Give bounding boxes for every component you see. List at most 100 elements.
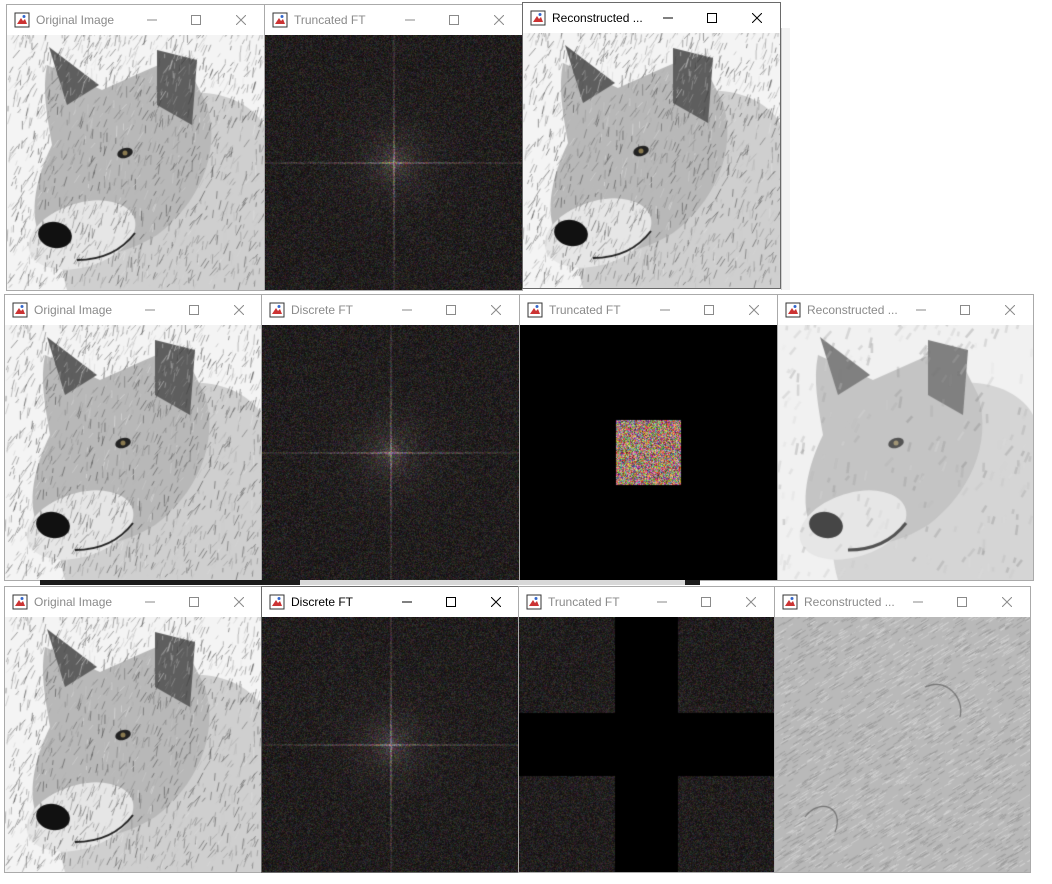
window-row2-original[interactable]: Original Image (4, 294, 263, 581)
minimize-icon (145, 601, 155, 603)
minimize-button[interactable] (388, 5, 432, 35)
minimize-icon (660, 309, 670, 311)
minimize-button[interactable] (130, 5, 174, 35)
close-button[interactable] (984, 587, 1030, 617)
wolf-image (5, 325, 262, 580)
maximize-button[interactable] (172, 587, 216, 617)
maximize-button[interactable] (432, 5, 476, 35)
image-canvas-area (5, 325, 262, 580)
close-icon (752, 13, 762, 23)
maximize-icon (449, 15, 459, 25)
window-row2-discrete-ft[interactable]: Discrete FT (261, 294, 520, 581)
close-button[interactable] (987, 295, 1033, 325)
title-bar[interactable]: Reconstructed ... (523, 3, 780, 33)
window-title: Original Image (34, 595, 113, 609)
maximize-button[interactable] (429, 587, 473, 617)
title-bar[interactable]: Truncated FT (265, 5, 522, 35)
window-row1-original[interactable]: Original Image (6, 4, 265, 291)
close-icon (746, 597, 756, 607)
minimize-button[interactable] (385, 295, 429, 325)
close-button[interactable] (216, 587, 262, 617)
image-canvas-area (523, 33, 780, 288)
close-icon (491, 597, 501, 607)
minimize-button[interactable] (896, 587, 940, 617)
close-icon (749, 305, 759, 315)
window-title: Truncated FT (294, 13, 366, 27)
minimize-button[interactable] (640, 587, 684, 617)
maximize-button[interactable] (687, 295, 731, 325)
image-canvas-area (778, 325, 1033, 580)
java-app-icon (785, 302, 801, 318)
title-bar[interactable]: Original Image (7, 5, 264, 35)
image-canvas-area (5, 617, 262, 872)
minimize-button[interactable] (385, 587, 429, 617)
image-canvas-area (262, 325, 519, 580)
window-row3-original[interactable]: Original Image (4, 586, 263, 873)
maximize-button[interactable] (940, 587, 984, 617)
maximize-button[interactable] (943, 295, 987, 325)
wolf-image (7, 35, 264, 290)
title-bar[interactable]: Reconstructed ... (778, 295, 1033, 325)
close-button[interactable] (731, 295, 777, 325)
close-icon (1002, 597, 1012, 607)
minimize-icon (916, 309, 926, 311)
minimize-button[interactable] (646, 3, 690, 33)
minimize-button[interactable] (643, 295, 687, 325)
window-row3-reconstructed[interactable]: Reconstructed ... (774, 586, 1031, 873)
window-title: Discrete FT (291, 595, 354, 609)
close-icon (236, 15, 246, 25)
title-bar[interactable]: Original Image (5, 295, 262, 325)
close-icon (1005, 305, 1015, 315)
close-button[interactable] (216, 295, 262, 325)
close-button[interactable] (473, 587, 519, 617)
close-button[interactable] (473, 295, 519, 325)
java-app-icon (12, 594, 28, 610)
maximize-icon (707, 13, 717, 23)
minimize-icon (657, 601, 667, 603)
close-button[interactable] (218, 5, 264, 35)
window-row1-truncated-ft[interactable]: Truncated FT (264, 4, 523, 291)
title-bar[interactable]: Discrete FT (262, 295, 519, 325)
minimize-icon (145, 309, 155, 311)
window-row2-truncated-ft[interactable]: Truncated FT (519, 294, 778, 581)
low-pass-spectrum-image (520, 325, 777, 580)
java-app-icon (14, 12, 30, 28)
close-button[interactable] (728, 587, 774, 617)
java-app-icon (782, 594, 798, 610)
maximize-icon (446, 597, 456, 607)
minimize-button[interactable] (899, 295, 943, 325)
maximize-icon (446, 305, 456, 315)
maximize-button[interactable] (174, 5, 218, 35)
minimize-icon (147, 19, 157, 21)
minimize-icon (663, 17, 673, 19)
title-bar[interactable]: Truncated FT (520, 295, 777, 325)
title-bar[interactable]: Original Image (5, 587, 262, 617)
image-canvas-area (519, 617, 774, 872)
maximize-button[interactable] (429, 295, 473, 325)
title-bar[interactable]: Discrete FT (262, 587, 519, 617)
window-row1-reconstructed[interactable]: Reconstructed ... (522, 2, 781, 289)
title-bar[interactable]: Reconstructed ... (775, 587, 1030, 617)
window-title: Reconstructed ... (804, 595, 895, 609)
image-canvas-area (7, 35, 264, 290)
window-row3-discrete-ft[interactable]: Discrete FT (261, 586, 520, 873)
close-button[interactable] (734, 3, 780, 33)
window-title: Reconstructed ... (807, 303, 898, 317)
close-icon (234, 597, 244, 607)
maximize-button[interactable] (690, 3, 734, 33)
minimize-icon (913, 601, 923, 603)
minimize-button[interactable] (128, 587, 172, 617)
java-app-icon (269, 302, 285, 318)
maximize-button[interactable] (684, 587, 728, 617)
window-row3-truncated-ft[interactable]: Truncated FT (518, 586, 775, 873)
window-row2-reconstructed[interactable]: Reconstructed ... (777, 294, 1034, 581)
maximize-icon (189, 597, 199, 607)
window-title: Original Image (34, 303, 113, 317)
blurred-wolf-image (778, 325, 1033, 580)
title-bar[interactable]: Truncated FT (519, 587, 774, 617)
close-button[interactable] (476, 5, 522, 35)
minimize-button[interactable] (128, 295, 172, 325)
maximize-button[interactable] (172, 295, 216, 325)
minimize-icon (402, 601, 412, 603)
image-canvas-area (520, 325, 777, 580)
